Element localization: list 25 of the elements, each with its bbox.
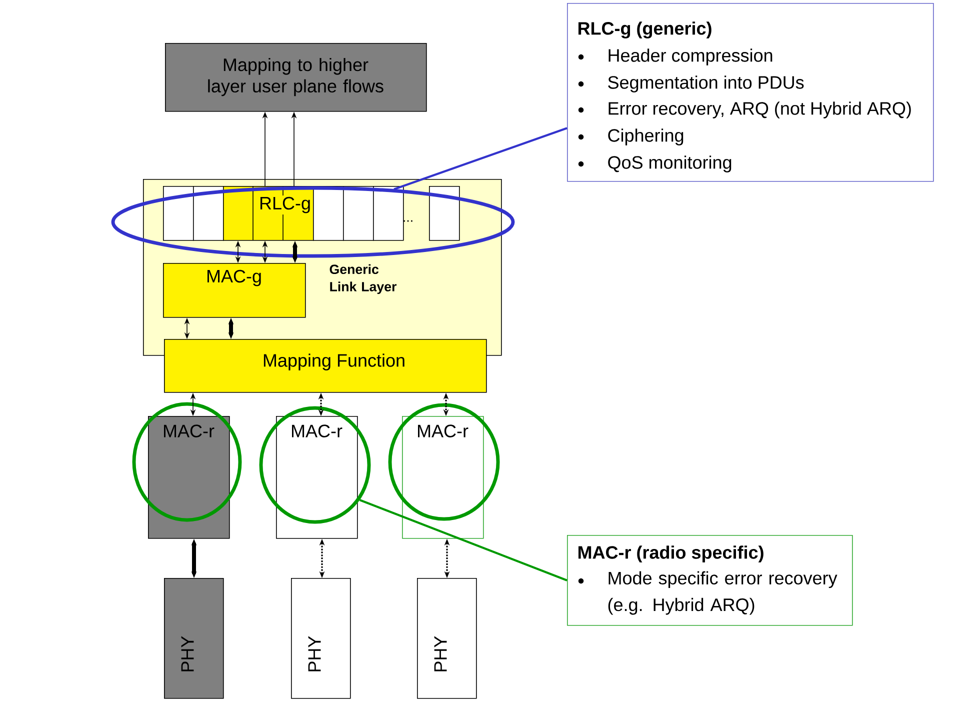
mac-box: MAC-g	[163, 263, 306, 318]
mac-box: MAC-r	[148, 416, 230, 539]
callout-box: MAC-r (radio specific) Mode specific error recovery (e.g. Hybrid ARQ)	[567, 535, 853, 626]
highlight-ellipse	[111, 186, 515, 258]
highlight-ellipse	[132, 402, 242, 522]
leader-line	[394, 127, 568, 190]
slot-box	[373, 186, 404, 241]
slot-box	[429, 186, 460, 241]
highlight-ellipse	[259, 406, 371, 524]
phy-box: PHY	[164, 578, 224, 699]
function-box: Mapping Function	[164, 339, 487, 393]
mac-box: MAC-r	[402, 416, 484, 539]
phy-box: PHY	[417, 578, 477, 699]
layer-box: Mapping to higher layer user plane flows	[165, 43, 427, 112]
slot-box	[163, 186, 194, 241]
callout-box: RLC-g (generic) Header compression Segmentation into PDUs Error recovery, ARQ (not Hybrid ARQ) Ciphering QoS monitoring	[567, 3, 934, 182]
slot-box	[313, 186, 344, 241]
slot-box	[343, 186, 374, 241]
rlc-box: RLC-g	[223, 186, 314, 241]
phy-box: PHY	[291, 578, 351, 699]
slot-box	[193, 186, 224, 241]
mac-box: MAC-r	[276, 416, 358, 539]
leader-line	[359, 498, 568, 582]
ellipsis-text: ...	[404, 220, 412, 222]
highlight-ellipse	[388, 403, 500, 521]
